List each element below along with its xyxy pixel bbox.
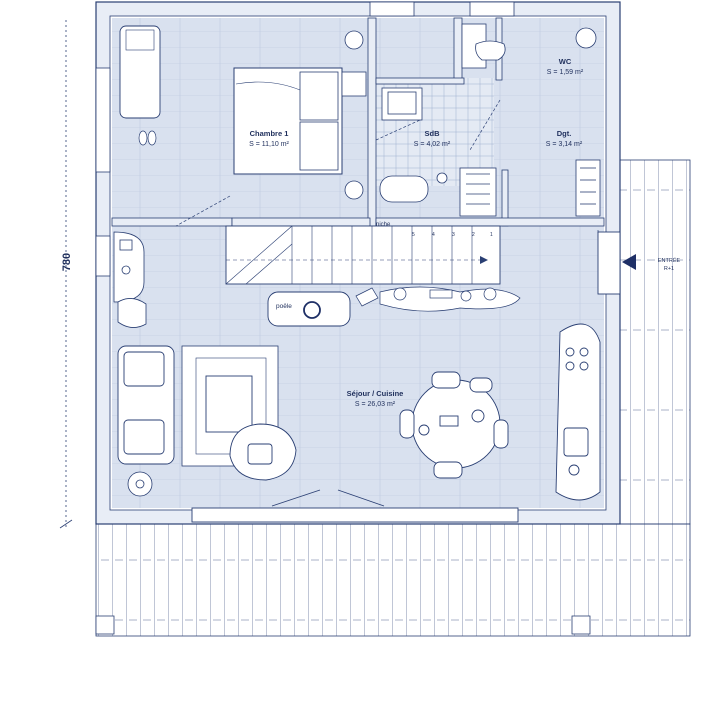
entry-arrow-icon xyxy=(622,254,636,270)
stove-label: poêle xyxy=(276,303,292,310)
entry-label: ENTRÉE xyxy=(658,257,681,264)
deck-east xyxy=(619,159,691,525)
deck-south xyxy=(95,523,691,637)
staircase: 5 4 3 2 1 xyxy=(225,225,501,285)
living-name: Séjour / Cuisine xyxy=(347,389,404,398)
sofa xyxy=(117,345,175,465)
wc-name: WC xyxy=(559,57,572,66)
bedroom-area: S = 11,10 m² xyxy=(249,141,289,148)
bathroom-name: SdB xyxy=(425,129,441,138)
stair-step-5: 5 xyxy=(412,232,415,238)
entry-level-label: R+1 xyxy=(664,266,674,272)
entry-door xyxy=(597,231,636,295)
hall-name: Dgt. xyxy=(557,129,572,138)
stair-step-3: 3 xyxy=(452,232,455,238)
armchair-living xyxy=(229,423,297,481)
stair-step-2: 2 xyxy=(472,232,475,238)
niche-label: niche xyxy=(376,222,391,228)
south-openings xyxy=(191,489,519,523)
bedroom-name: Chambre 1 xyxy=(250,129,289,138)
top-openings xyxy=(369,1,515,17)
floor-lamp-icon xyxy=(127,471,153,497)
stair-step-1: 1 xyxy=(490,232,493,238)
hall-area: S = 3,14 m² xyxy=(546,141,583,148)
bathroom-area: S = 4,02 m² xyxy=(414,141,451,148)
living-area: S = 26,03 m² xyxy=(355,401,396,408)
bathroom-fixtures xyxy=(379,23,506,217)
armchair-bedroom xyxy=(119,25,161,119)
kitchen-counter xyxy=(555,323,601,501)
closet-hall xyxy=(575,27,601,217)
wc-area: S = 1,59 m² xyxy=(547,69,584,76)
stair-step-4: 4 xyxy=(432,232,435,238)
nightstand-icons xyxy=(341,30,367,200)
dining-table xyxy=(399,371,509,479)
shelf-objects xyxy=(355,286,521,312)
height-dimension: 780 xyxy=(59,20,73,529)
stove xyxy=(267,291,351,327)
slippers-icon xyxy=(138,130,157,146)
entry-shelf xyxy=(113,231,147,328)
height-dimension-label: 780 xyxy=(61,253,73,271)
bed xyxy=(233,67,343,175)
west-windows xyxy=(95,67,111,277)
